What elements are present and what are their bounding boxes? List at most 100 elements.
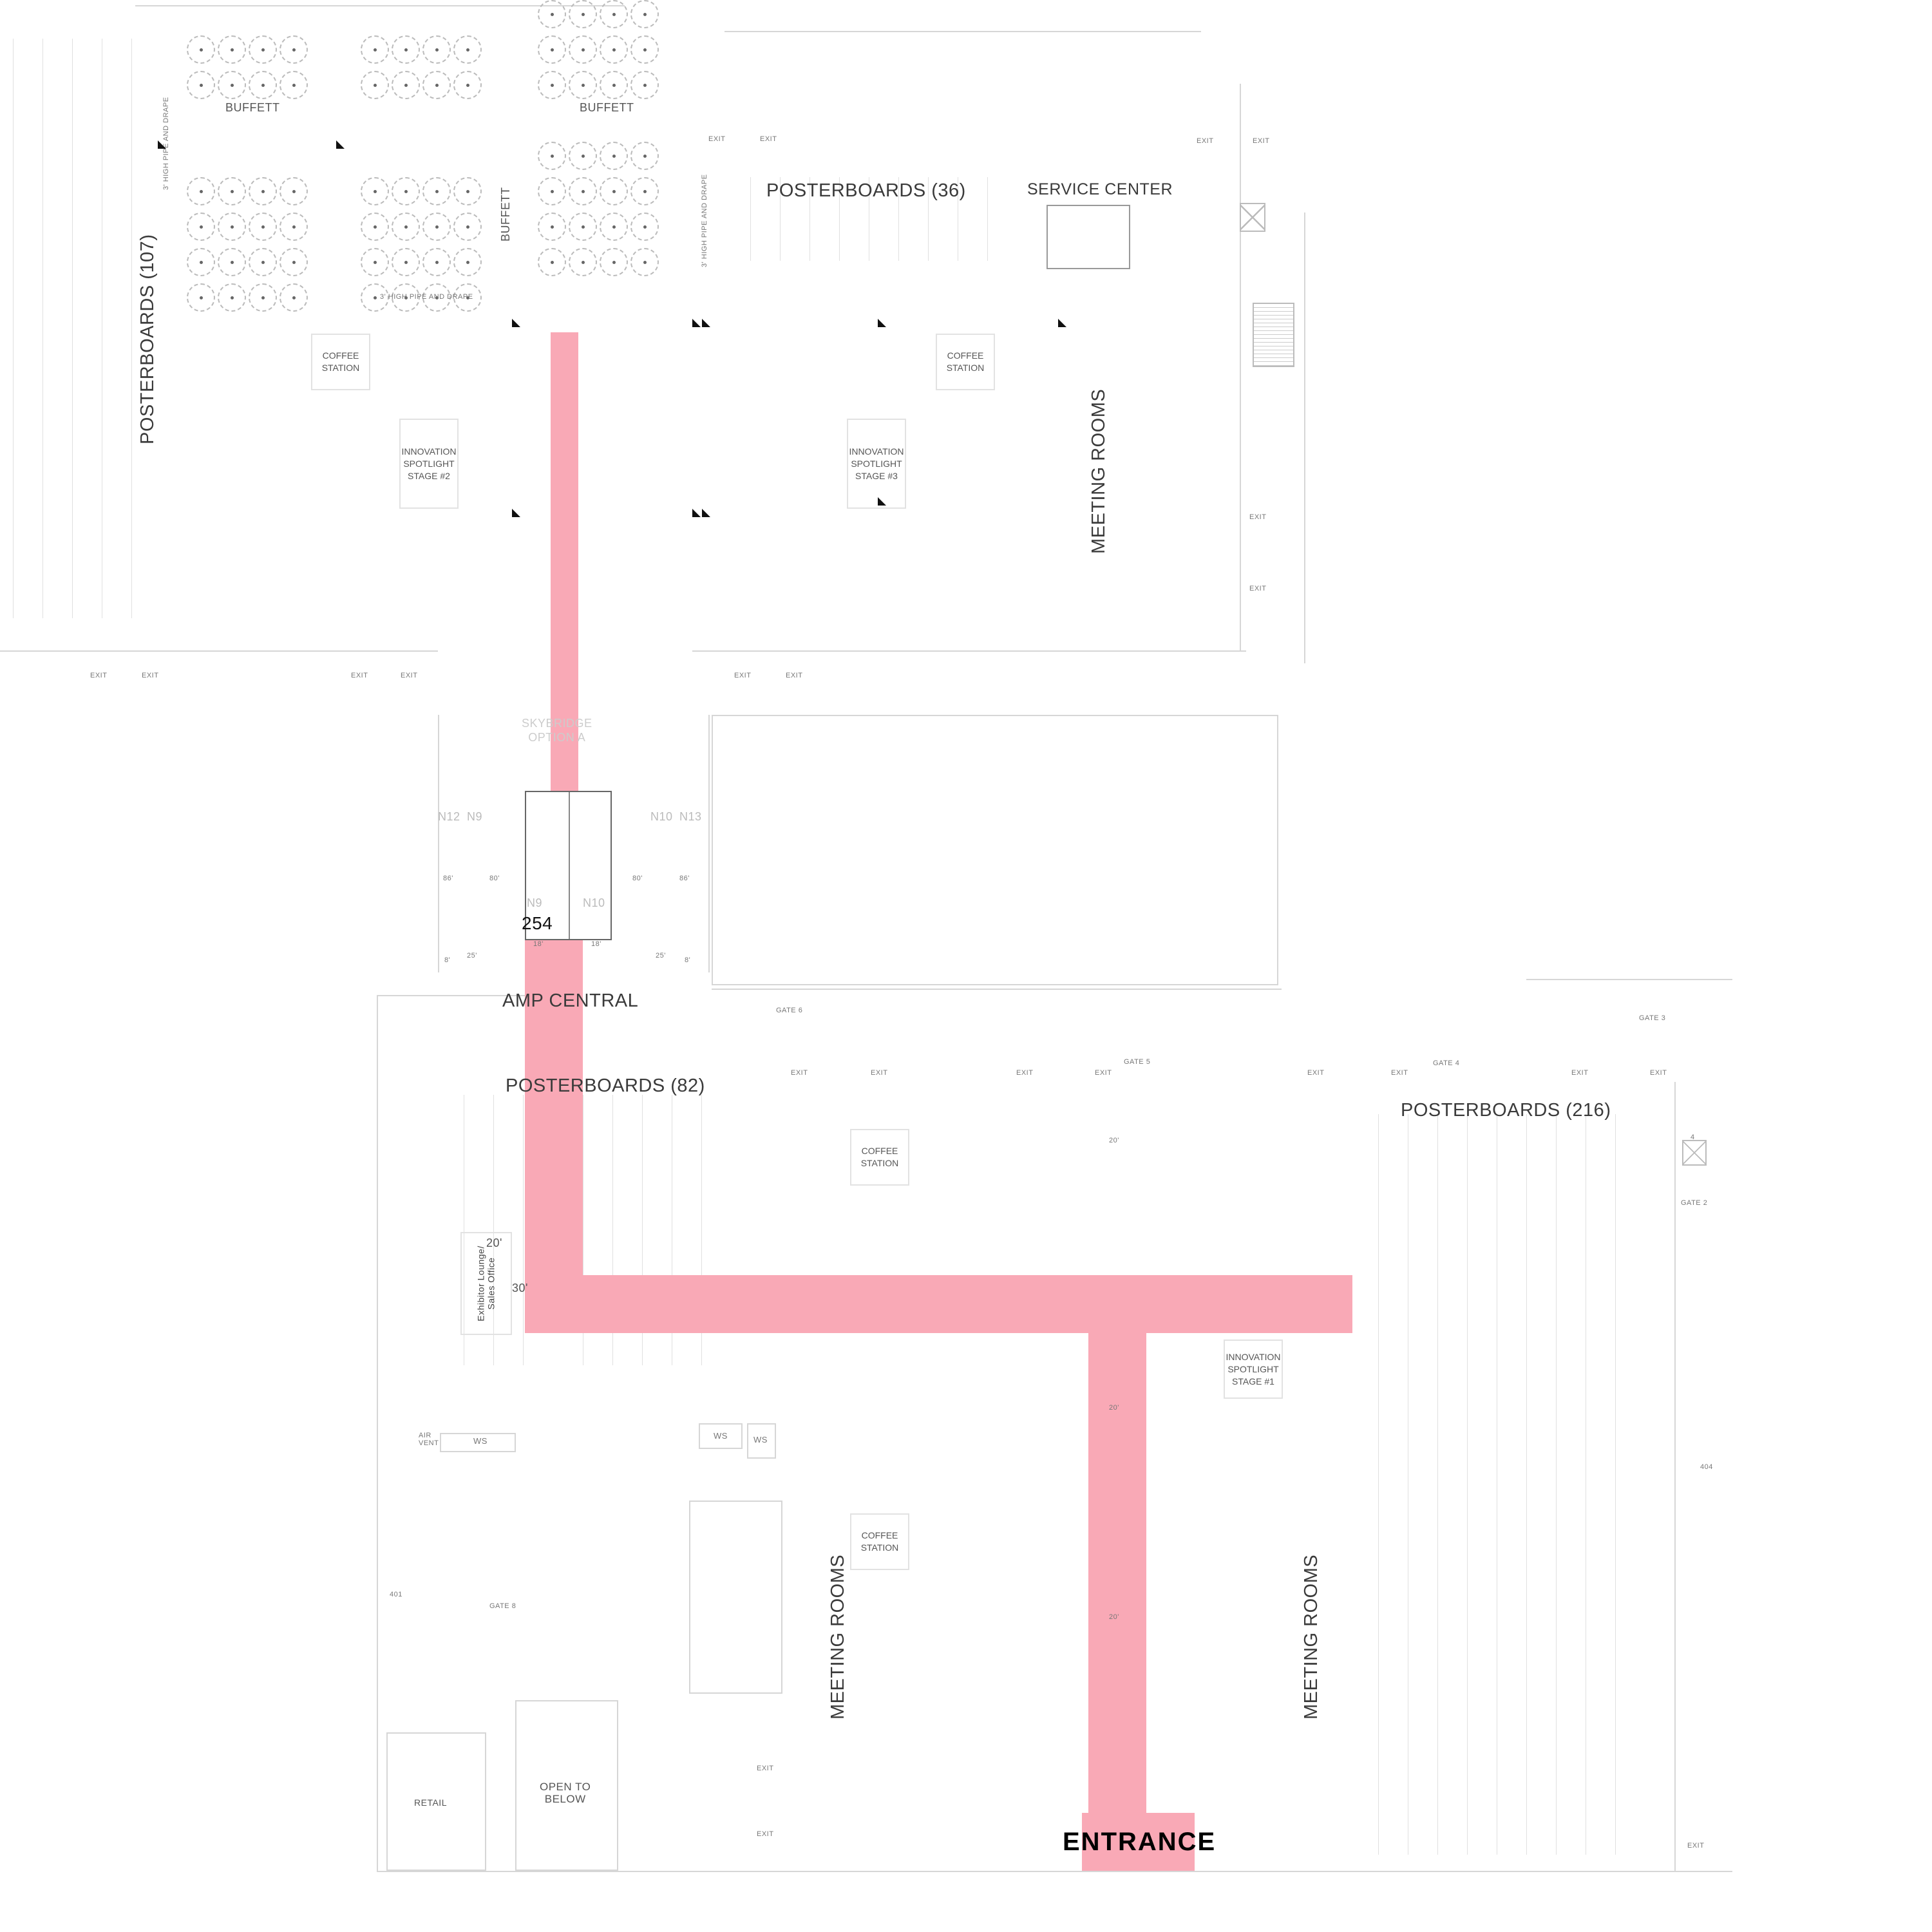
exit-top-1[interactable]: EXIT	[708, 135, 726, 143]
booth-n12-label: N12	[438, 810, 460, 823]
dim-20-lounge: 20'	[486, 1236, 502, 1249]
marker-icon	[702, 509, 710, 517]
workstation-3-label: WS	[753, 1435, 768, 1444]
booth-n9-left-label: N9	[467, 810, 483, 823]
entrance-label[interactable]: ENTRANCE	[1063, 1828, 1217, 1856]
marker-icon	[702, 319, 710, 327]
spotlight-stage-1[interactable]: INNOVATION SPOTLIGHT STAGE #1	[1224, 1340, 1283, 1399]
gate-4-label[interactable]: GATE 4	[1433, 1059, 1460, 1067]
retail-room[interactable]	[386, 1732, 486, 1871]
marker-icon	[692, 509, 701, 517]
gate-5-label[interactable]: GATE 5	[1124, 1058, 1151, 1066]
lower-hall-south-wall	[377, 1871, 1732, 1872]
exit-lower-2[interactable]: EXIT	[871, 1069, 888, 1077]
exit-mid-4[interactable]: EXIT	[401, 672, 418, 679]
exit-mid-6[interactable]: EXIT	[786, 672, 803, 679]
restroom-block[interactable]	[689, 1501, 782, 1694]
dim-20-path-1: 20'	[1109, 1404, 1119, 1412]
lower-hall-north-wall-left	[377, 995, 525, 996]
route-segment-upper-vertical	[551, 332, 578, 792]
meeting-rooms-right-label: MEETING ROOMS	[1301, 1554, 1321, 1719]
exit-top-4[interactable]: EXIT	[1253, 137, 1270, 145]
room-401-label: 401	[390, 1591, 402, 1598]
retail-label: RETAIL	[414, 1797, 447, 1808]
exit-mid-3[interactable]: EXIT	[351, 672, 368, 679]
service-center-booth	[1046, 205, 1130, 269]
workstation-2	[699, 1423, 743, 1449]
dim-86-right: 86'	[679, 875, 690, 882]
open-to-below-area	[515, 1700, 618, 1871]
gate-8-label[interactable]: GATE 8	[489, 1602, 516, 1610]
meeting-rooms-left-label: MEETING ROOMS	[828, 1554, 848, 1719]
coffee-station-1[interactable]: COFFEE STATION	[311, 334, 370, 390]
workstation-1-label: WS	[473, 1436, 488, 1446]
coffee-station-2[interactable]: COFFEE STATION	[936, 334, 995, 390]
service-center-label: SERVICE CENTER	[1027, 180, 1173, 198]
marker-icon	[878, 497, 886, 506]
elevator-top	[1240, 203, 1265, 232]
buffet-label-3: BUFFETT	[499, 187, 512, 242]
exit-east-2[interactable]: EXIT	[1249, 585, 1267, 592]
exit-lower-5[interactable]: EXIT	[1307, 1069, 1325, 1077]
upper-hall-south-wall-left	[0, 650, 438, 652]
exit-lower-1[interactable]: EXIT	[791, 1069, 808, 1077]
lower-hall-north-wall-far	[1526, 979, 1732, 980]
top-right-wall	[724, 31, 1201, 32]
route-entrance-block	[1082, 1813, 1195, 1871]
elevator-4	[1682, 1140, 1707, 1166]
elevator-4-label: 4	[1690, 1133, 1695, 1141]
posterboards-36-label: POSTERBOARDS (36)	[766, 180, 966, 201]
skybridge-wall-left	[438, 715, 439, 972]
skybridge-box	[525, 791, 612, 940]
exit-mid-1[interactable]: EXIT	[90, 672, 108, 679]
posterboard-grid-107	[13, 39, 142, 618]
workstation-3	[747, 1423, 776, 1459]
escalator	[1253, 303, 1294, 367]
skybridge-wall-right	[708, 715, 710, 972]
marker-icon	[512, 509, 520, 517]
exit-top-2[interactable]: EXIT	[760, 135, 777, 143]
exit-south-east[interactable]: EXIT	[1687, 1842, 1705, 1850]
skybridge-label: SKYBRIDGE OPTION A	[522, 717, 592, 744]
exit-mid-5[interactable]: EXIT	[734, 672, 752, 679]
exit-lower-7[interactable]: EXIT	[1571, 1069, 1589, 1077]
dim-25-left: 25'	[467, 952, 477, 960]
gate-6-label[interactable]: GATE 6	[776, 1007, 803, 1014]
open-to-below-label: OPEN TO BELOW	[540, 1781, 591, 1805]
dim-20-top: 20'	[1109, 1137, 1119, 1144]
lower-hall-east-wall	[1674, 1082, 1676, 1871]
exit-mid-2[interactable]: EXIT	[142, 672, 159, 679]
posterboard-grid-82	[464, 1095, 753, 1365]
coffee-station-4[interactable]: COFFEE STATION	[850, 1513, 909, 1570]
marker-icon	[692, 319, 701, 327]
gate-3-label[interactable]: GATE 3	[1639, 1014, 1666, 1022]
route-segment-to-entrance	[1088, 1333, 1146, 1816]
exit-south-2[interactable]: EXIT	[757, 1830, 774, 1838]
posterboard-grid-216	[1378, 1114, 1662, 1855]
exhibitor-lounge[interactable]: Exhibitor Lounge/ Sales Office	[460, 1232, 512, 1335]
exit-lower-8[interactable]: EXIT	[1650, 1069, 1667, 1077]
marker-icon	[158, 140, 166, 149]
booth-n10-label: N10	[583, 896, 605, 909]
booth-n9-label: N9	[527, 896, 543, 909]
east-service-wall	[1304, 213, 1305, 663]
dim-8-left: 8'	[444, 956, 451, 964]
air-vent-label: AIR VENT	[419, 1432, 439, 1447]
exit-lower-3[interactable]: EXIT	[1016, 1069, 1034, 1077]
exit-south-1[interactable]: EXIT	[757, 1765, 774, 1772]
gate-2-label[interactable]: GATE 2	[1681, 1199, 1708, 1207]
dim-80-left: 80'	[489, 875, 500, 882]
workstation-2-label: WS	[714, 1431, 728, 1441]
exit-top-3[interactable]: EXIT	[1197, 137, 1214, 145]
spotlight-stage-3[interactable]: INNOVATION SPOTLIGHT STAGE #3	[847, 419, 906, 509]
exit-lower-6[interactable]: EXIT	[1391, 1069, 1408, 1077]
dim-20-path-2: 20'	[1109, 1613, 1119, 1621]
exit-east-1[interactable]: EXIT	[1249, 513, 1267, 521]
booth-number-254[interactable]: 254	[522, 913, 553, 933]
spotlight-stage-2[interactable]: INNOVATION SPOTLIGHT STAGE #2	[399, 419, 459, 509]
exit-lower-4[interactable]: EXIT	[1095, 1069, 1112, 1077]
posterboards-107-label: POSTERBOARDS (107)	[137, 234, 158, 444]
marker-icon	[878, 319, 886, 327]
coffee-station-3[interactable]: COFFEE STATION	[850, 1129, 909, 1186]
marker-icon	[336, 140, 345, 149]
